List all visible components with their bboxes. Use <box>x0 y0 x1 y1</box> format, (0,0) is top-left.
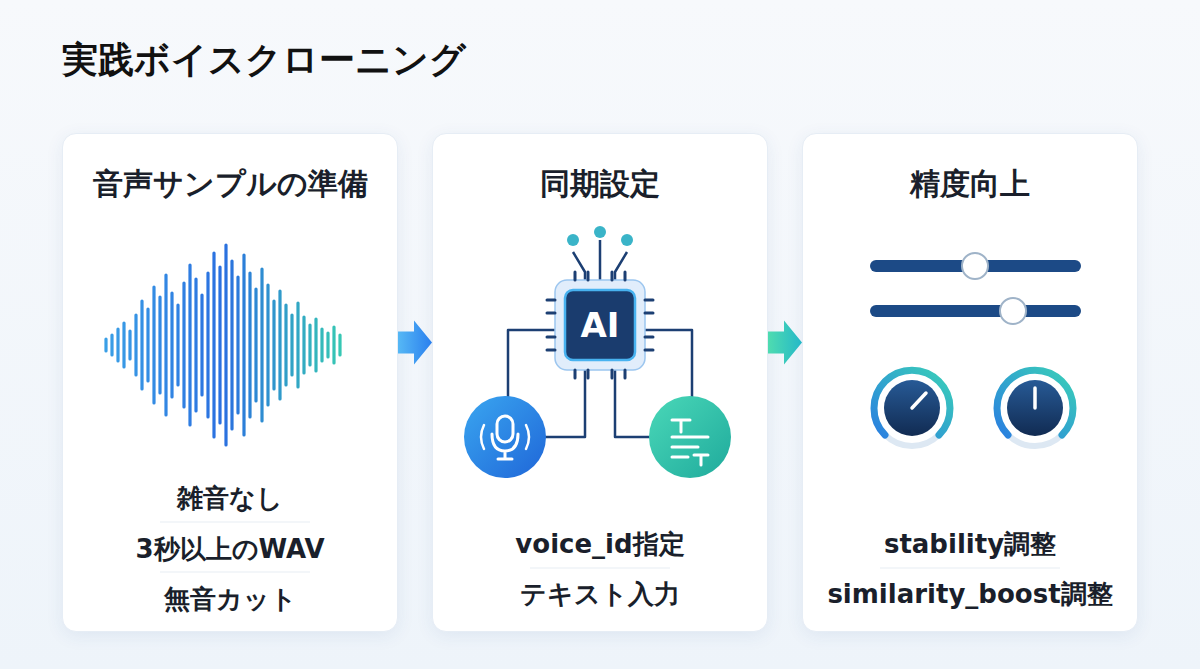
chip-label: AI <box>565 303 635 347</box>
card-heading: 音声サンプルの準備 <box>63 162 397 206</box>
card-item: 無音カット <box>63 582 397 616</box>
step-card: 同期設定 voice_id指定テキスト入力 <box>432 133 768 632</box>
card-item: voice_id指定 <box>433 527 767 561</box>
diagram-title: 実践ボイスクローニング <box>62 36 466 85</box>
step-card: 精度向上 stability調整 similarity_boost調整 <box>802 133 1138 632</box>
card-item: stability調整 <box>803 527 1137 561</box>
card-item: similarity_boost調整 <box>803 577 1137 611</box>
card-item: 3秒以上のWAV <box>63 532 397 566</box>
flow-arrow <box>398 321 432 365</box>
card-item: テキスト入力 <box>433 577 767 611</box>
card-item: 雑音なし <box>63 481 397 515</box>
step-card: 音声サンプルの準備雑音なし 3秒以上のWAV 無音カット <box>62 133 398 632</box>
card-heading: 同期設定 <box>433 162 767 206</box>
card-heading: 精度向上 <box>803 162 1137 206</box>
flow-arrow <box>768 321 802 365</box>
